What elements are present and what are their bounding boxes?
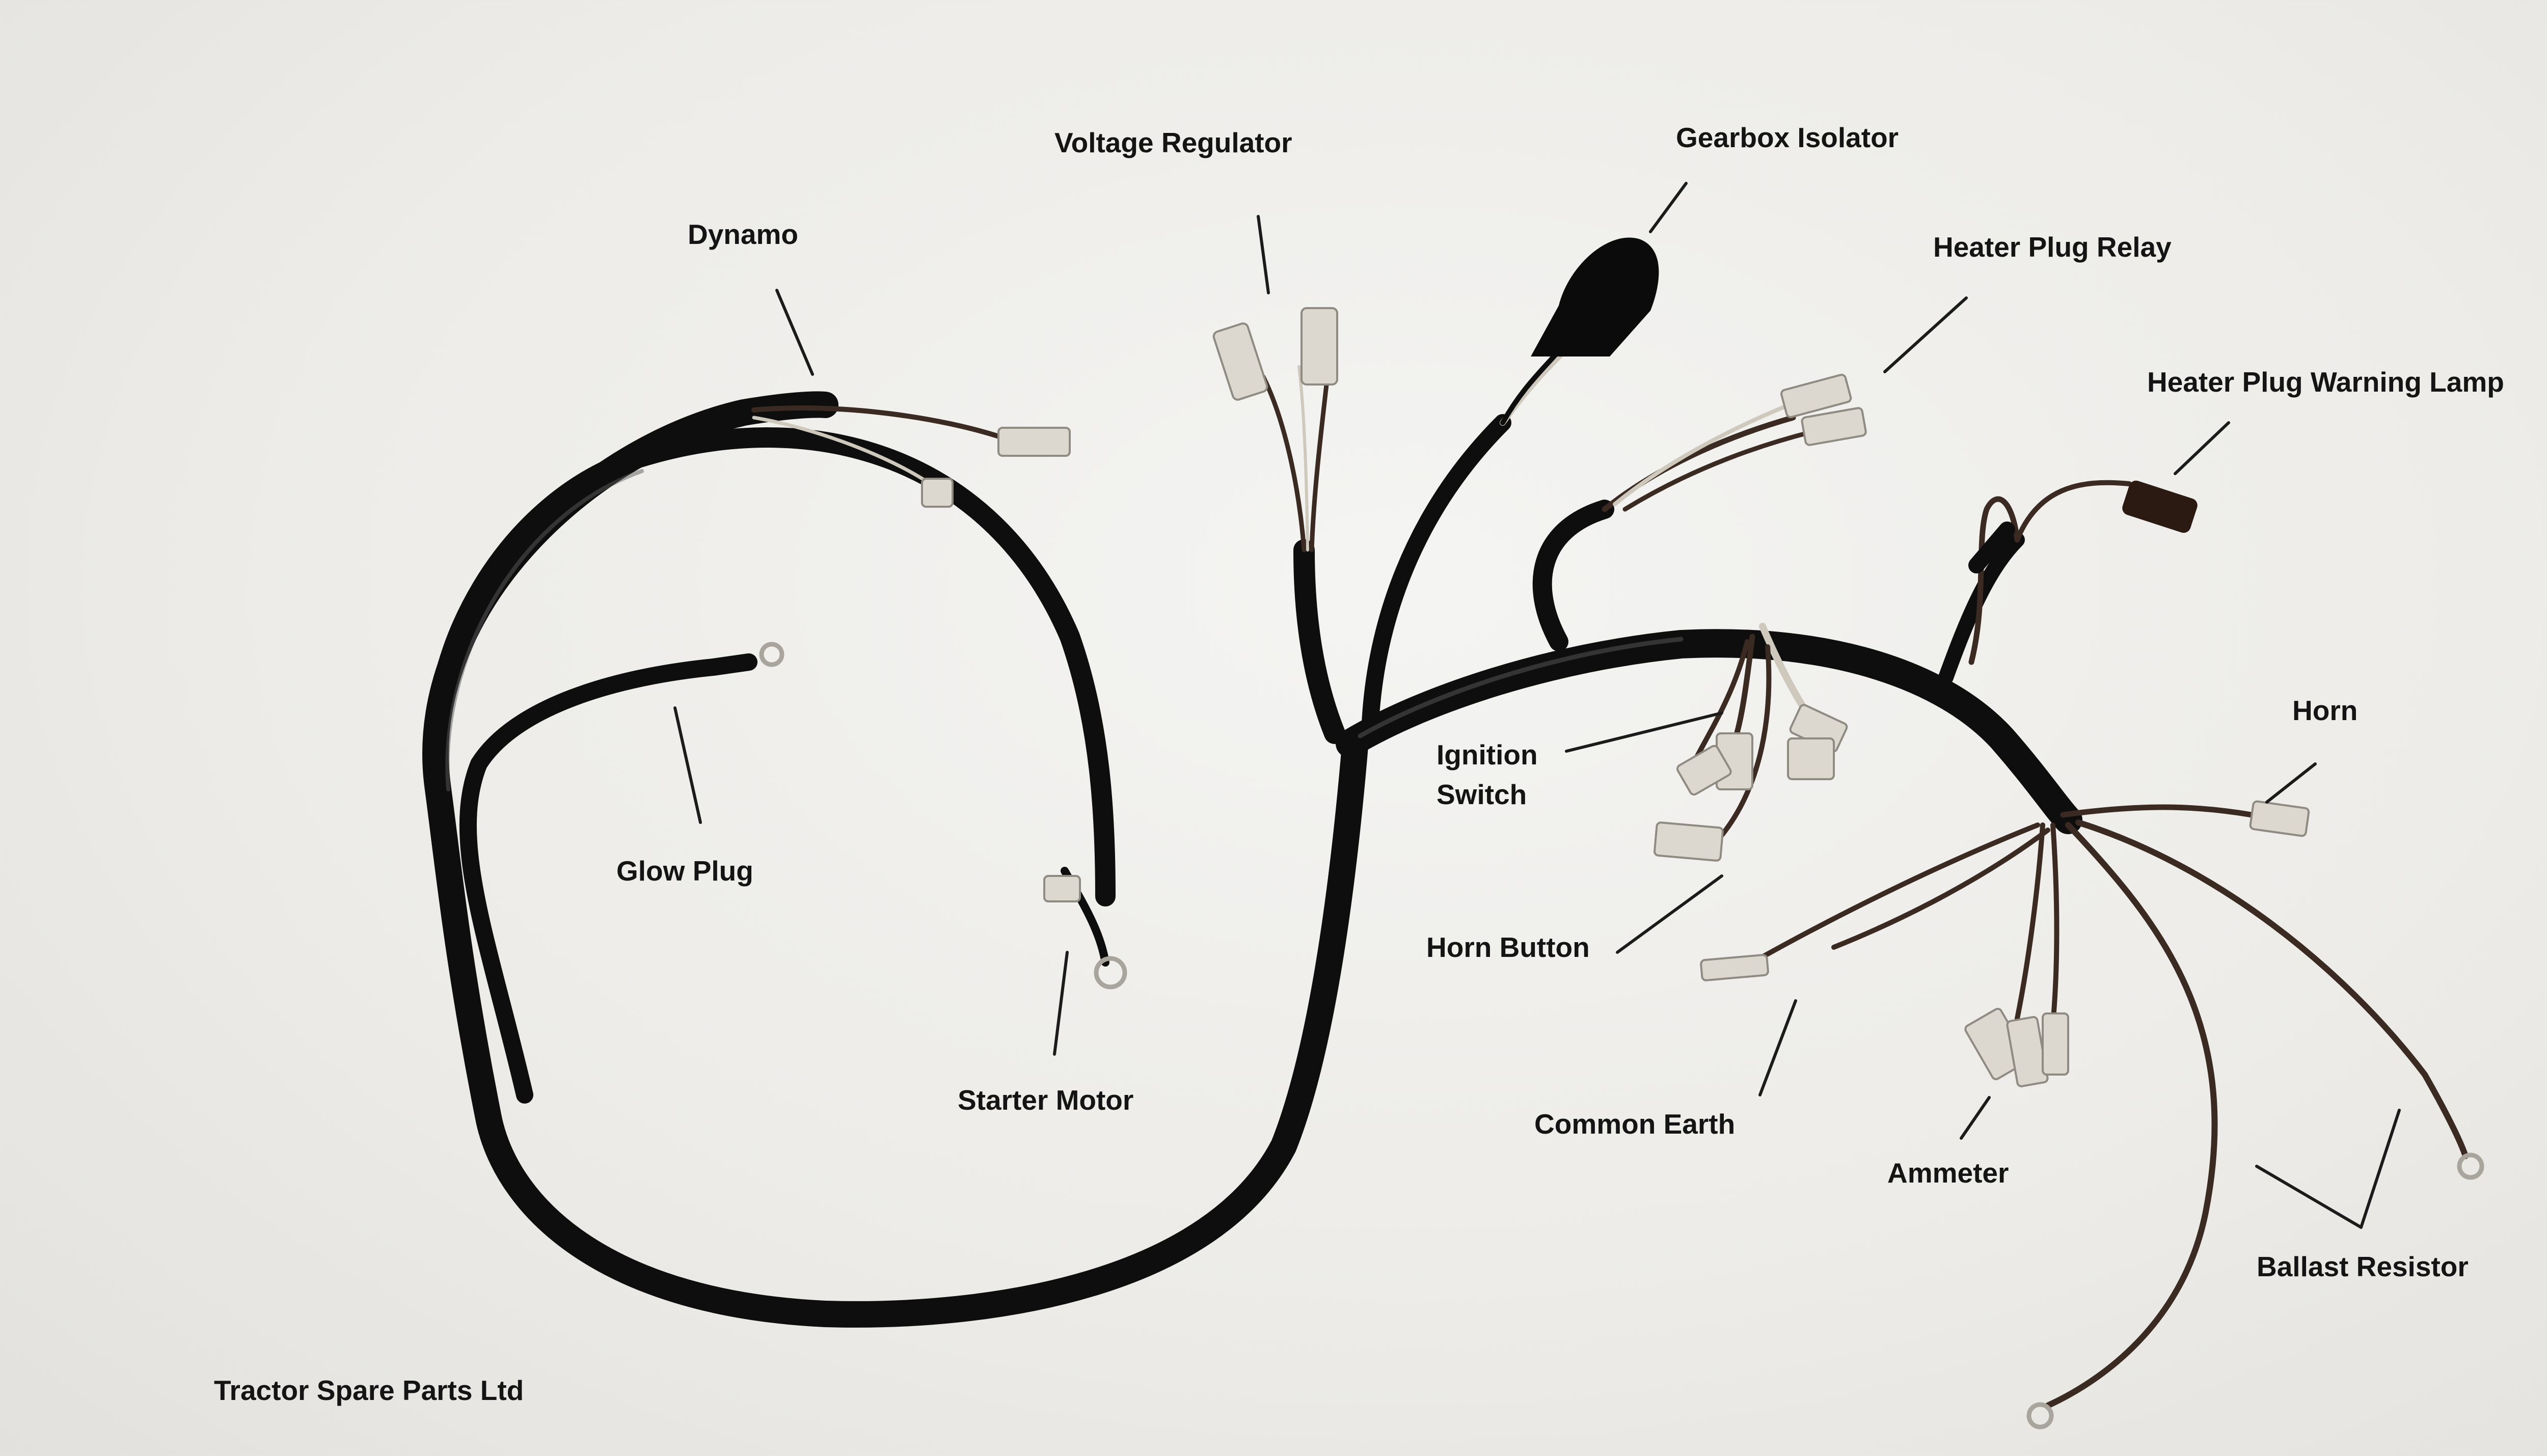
label-glow-plug: Glow Plug	[616, 855, 753, 887]
label-starter-motor: Starter Motor	[958, 1084, 1134, 1116]
relay-terminal-2	[1801, 407, 1867, 446]
ballast-resistor-leader-2	[2360, 1109, 2401, 1229]
heater-plug-relay-leader	[1883, 296, 1968, 373]
left-branch-terminals	[759, 642, 1127, 990]
ignition-terminal-4	[1787, 737, 1835, 780]
label-ammeter: Ammeter	[1887, 1157, 2009, 1189]
leader-lines	[673, 182, 2401, 1229]
dynamo-terminal	[997, 427, 1071, 457]
warning-lamp-leader	[2174, 421, 2230, 475]
dynamo-wires	[751, 405, 1071, 508]
regulator-terminal-2	[1300, 307, 1338, 386]
heater-plug-relay-branch	[1602, 373, 1867, 512]
isolator-boot	[1531, 237, 1659, 356]
voltage-regulator-branch	[1212, 307, 1338, 553]
ignition-switch-branch	[1676, 623, 1848, 838]
regulator-terminal-1	[1212, 322, 1268, 401]
label-gearbox-isolator: Gearbox Isolator	[1676, 122, 1899, 153]
label-ignition-switch-line2: Switch	[1437, 779, 1527, 810]
watermark: Tractor Spare Parts Ltd	[214, 1375, 524, 1406]
starter-motor-terminal	[1043, 875, 1081, 902]
gearbox-isolator-leader	[1649, 182, 1688, 233]
label-dynamo: Dynamo	[688, 218, 798, 250]
fan-out-wires	[1700, 800, 2484, 1430]
gearbox-isolator-branch	[1500, 237, 1659, 426]
horn-button-branch	[1654, 821, 1724, 862]
common-earth-terminal	[1700, 954, 1769, 981]
ammeter-leader	[1960, 1096, 1991, 1140]
label-heater-plug-warning-lamp: Heater Plug Warning Lamp	[2147, 366, 2504, 398]
ammeter-terminal-3	[2042, 1012, 2069, 1076]
ignition-terminal-3	[1676, 745, 1732, 796]
horn-button-terminal	[1654, 821, 1724, 862]
main-harness-loop	[422, 391, 1368, 1328]
dynamo-leader	[775, 289, 814, 376]
dynamo-terminal-2	[921, 478, 954, 508]
starter-motor-leader	[1053, 951, 1069, 1056]
label-voltage-regulator: Voltage Regulator	[1054, 127, 1292, 158]
glow-plug-ring	[759, 642, 784, 667]
common-earth-leader	[1758, 999, 1797, 1096]
ballast-resistor-leader-1	[2255, 1165, 2363, 1229]
label-horn: Horn	[2292, 695, 2358, 726]
horn-button-leader	[1616, 874, 1723, 954]
label-common-earth: Common Earth	[1534, 1108, 1736, 1140]
horn-leader	[2265, 762, 2317, 804]
label-ballast-resistor: Ballast Resistor	[2257, 1251, 2469, 1282]
ignition-switch-leader	[1565, 711, 1723, 753]
warning-lamp-bulb	[2122, 480, 2198, 533]
horn-terminal	[2249, 800, 2310, 837]
warning-lamp-branch	[1968, 480, 2198, 665]
relay-terminal-1	[1780, 373, 1852, 419]
starter-motor-ring	[1094, 956, 1127, 990]
glow-plug-leader	[673, 706, 702, 824]
voltage-regulator-leader	[1257, 215, 1270, 294]
ballast-resistor-ring-2	[2457, 1152, 2484, 1180]
ballast-resistor-ring-1	[2026, 1402, 2054, 1430]
label-ignition-switch-line1: Ignition	[1437, 739, 1538, 771]
label-heater-plug-relay: Heater Plug Relay	[1933, 231, 2172, 263]
label-horn-button: Horn Button	[1426, 931, 1590, 963]
